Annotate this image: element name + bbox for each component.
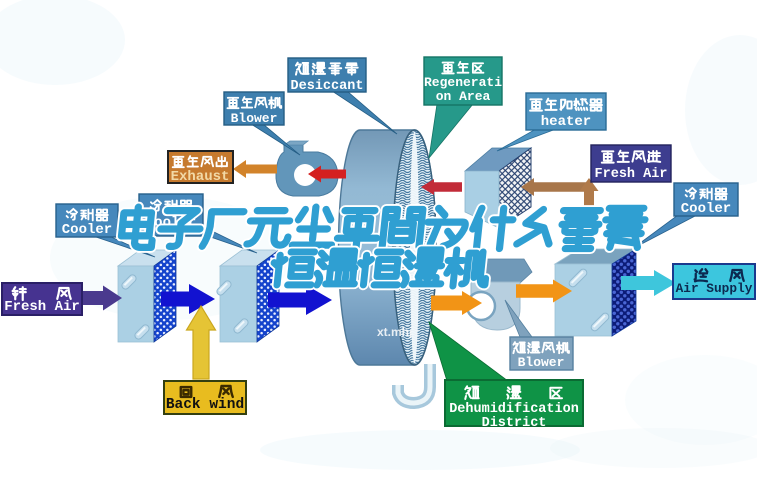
svg-text:Dehumidification: Dehumidification (449, 402, 579, 417)
svg-text:Blower: Blower (231, 111, 278, 126)
svg-text:Fresh Air: Fresh Air (595, 167, 668, 182)
svg-text:District: District (482, 416, 547, 431)
svg-text:Cooler: Cooler (62, 222, 112, 238)
svg-text:Blower: Blower (518, 355, 565, 370)
svg-text:Regenerati: Regenerati (424, 75, 502, 90)
svg-text:Exhaust: Exhaust (171, 169, 230, 185)
svg-text:Cooler: Cooler (681, 201, 731, 217)
svg-text:Air Supply: Air Supply (676, 281, 753, 296)
svg-text:Fresh Air: Fresh Air (4, 299, 80, 315)
svg-text:Back wind: Back wind (166, 397, 244, 413)
svg-text:on Area: on Area (436, 89, 491, 104)
svg-text:Desiccant: Desiccant (291, 79, 364, 94)
svg-text:xt.mhj: xt.mhj (377, 325, 412, 339)
svg-text:heater: heater (541, 114, 591, 130)
